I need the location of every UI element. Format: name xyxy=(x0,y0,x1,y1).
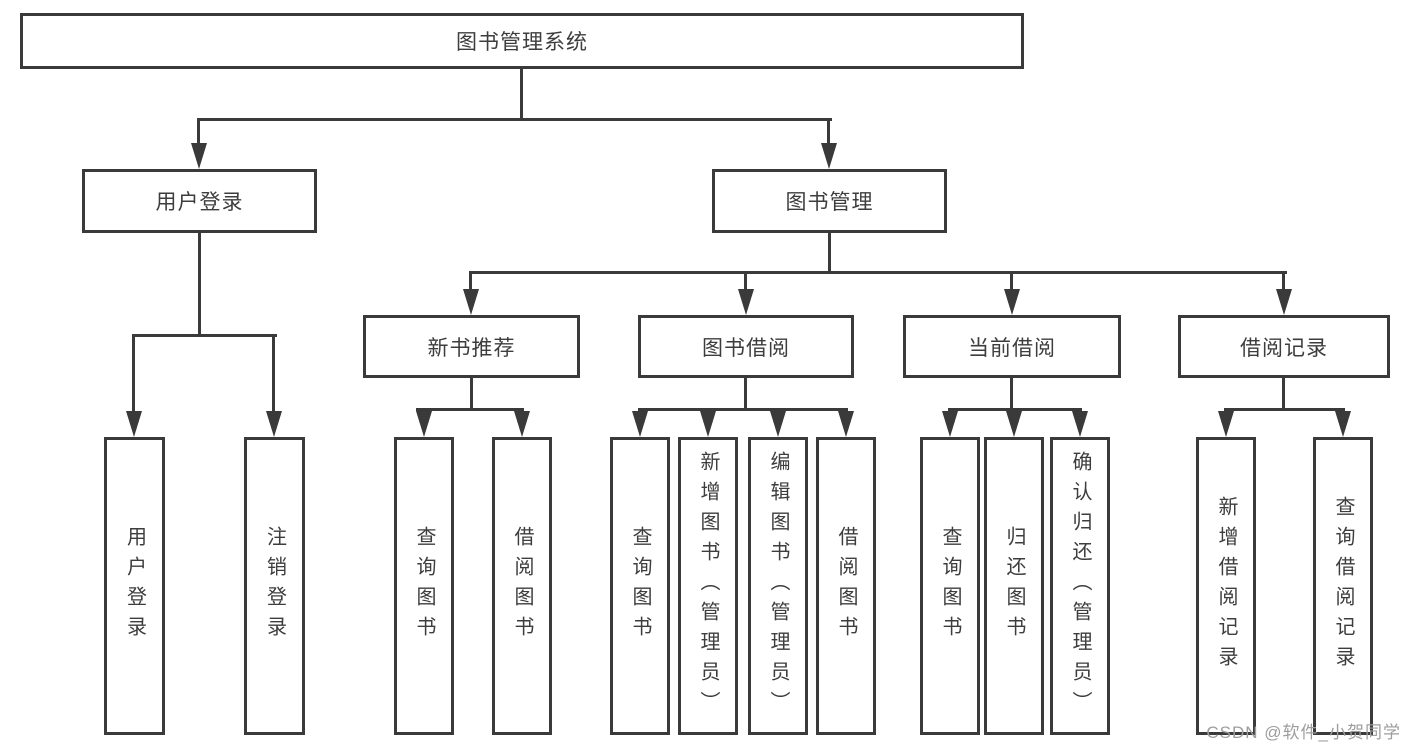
connector-borrow-record-rail xyxy=(1224,408,1345,411)
connector-arrow-to-borrow-record xyxy=(1276,271,1292,315)
connector-arrow-to-recommend-borrow xyxy=(514,408,530,437)
leaf-borrow-borrow-book-label: 借阅图书 xyxy=(835,526,857,646)
connector-user-login-rail xyxy=(132,334,277,337)
node-borrow-record-label: 借阅记录 xyxy=(1240,336,1328,360)
node-root-label: 图书管理系统 xyxy=(456,31,588,54)
connector-arrow-to-book-borrow xyxy=(738,271,754,315)
leaf-user-login-label: 用户登录 xyxy=(123,526,146,646)
connector-arrow-to-cb-return xyxy=(1006,408,1022,437)
leaf-current-confirm-return-admin-label: 确认归还（管理员） xyxy=(1069,451,1091,721)
leaf-record-add-record: 新增借阅记录 xyxy=(1196,437,1256,735)
connector-recommend-rail xyxy=(416,408,524,411)
leaf-borrow-edit-book-admin: 编辑图书（管理员） xyxy=(748,437,808,735)
leaf-current-return-book: 归还图书 xyxy=(984,437,1044,735)
connector-book-borrow-stem xyxy=(744,378,747,410)
node-new-book-recommend: 新书推荐 xyxy=(363,315,580,378)
connector-arrow-to-cb-confirm xyxy=(1072,408,1088,437)
leaf-borrow-query-book-label: 查询图书 xyxy=(629,526,651,646)
connector-current-borrow-rail xyxy=(948,408,1082,411)
connector-arrow-to-br-query xyxy=(1335,408,1351,437)
leaf-borrow-query-book: 查询图书 xyxy=(610,437,670,735)
leaf-current-return-book-label: 归还图书 xyxy=(1003,526,1025,646)
leaf-logout-label: 注销登录 xyxy=(263,526,286,646)
leaf-borrow-add-book-admin-label: 新增图书（管理员） xyxy=(697,451,719,721)
leaf-user-login: 用户登录 xyxy=(104,437,165,735)
node-current-borrow-label: 当前借阅 xyxy=(968,336,1056,360)
leaf-current-confirm-return-admin: 确认归还（管理员） xyxy=(1050,437,1110,735)
connector-borrow-record-stem xyxy=(1282,378,1285,410)
connector-book-borrow-rail xyxy=(638,408,848,411)
connector-arrow-to-cb-query xyxy=(942,408,958,437)
leaf-record-add-record-label: 新增借阅记录 xyxy=(1215,496,1237,676)
connector-root-rail xyxy=(197,118,832,121)
node-current-borrow: 当前借阅 xyxy=(903,315,1121,378)
connector-arrow-to-new-book-recommend xyxy=(463,271,479,315)
csdn-watermark: CSDN @软件_小贺同学 xyxy=(1206,723,1401,742)
leaf-recommend-borrow-book: 借阅图书 xyxy=(492,437,552,735)
node-user-login: 用户登录 xyxy=(82,169,317,233)
connector-book-manage-rail xyxy=(469,271,1287,274)
node-new-book-recommend-label: 新书推荐 xyxy=(427,336,516,360)
connector-book-manage-stem xyxy=(828,233,831,273)
node-book-manage: 图书管理 xyxy=(712,169,947,233)
connector-arrow-to-br-add xyxy=(1218,408,1234,437)
connector-arrow-to-bb-add xyxy=(700,408,716,437)
leaf-logout: 注销登录 xyxy=(244,437,305,735)
leaf-current-query-book: 查询图书 xyxy=(920,437,980,735)
node-user-login-label: 用户登录 xyxy=(155,191,244,214)
node-book-borrow-label: 图书借阅 xyxy=(702,336,790,360)
node-book-manage-label: 图书管理 xyxy=(785,191,874,214)
connector-arrow-to-bb-query xyxy=(632,408,648,437)
leaf-recommend-query-book: 查询图书 xyxy=(394,437,454,735)
leaf-borrow-borrow-book: 借阅图书 xyxy=(816,437,876,735)
connector-arrow-to-leaf-logout xyxy=(266,334,282,437)
leaf-borrow-add-book-admin: 新增图书（管理员） xyxy=(678,437,738,735)
node-book-borrow: 图书借阅 xyxy=(638,315,854,378)
leaf-borrow-edit-book-admin-label: 编辑图书（管理员） xyxy=(767,451,789,721)
leaf-record-query-record-label: 查询借阅记录 xyxy=(1332,496,1354,676)
connector-arrow-to-bb-borrow xyxy=(838,408,854,437)
connector-user-login-stem xyxy=(198,233,201,336)
connector-arrow-to-recommend-query xyxy=(416,408,432,437)
node-borrow-record: 借阅记录 xyxy=(1178,315,1390,378)
leaf-recommend-borrow-book-label: 借阅图书 xyxy=(511,526,533,646)
connector-current-borrow-stem xyxy=(1010,378,1013,410)
leaf-record-query-record: 查询借阅记录 xyxy=(1313,437,1373,735)
connector-root-stem xyxy=(520,69,523,120)
connector-arrow-to-leaf-user-login xyxy=(126,334,142,437)
connector-arrow-to-book-manage xyxy=(821,118,837,169)
connector-arrow-to-user-login xyxy=(191,118,207,169)
leaf-recommend-query-book-label: 查询图书 xyxy=(413,526,435,646)
connector-arrow-to-bb-edit xyxy=(770,408,786,437)
connector-recommend-stem xyxy=(470,378,473,410)
connector-arrow-to-current-borrow xyxy=(1004,271,1020,315)
leaf-current-query-book-label: 查询图书 xyxy=(939,526,961,646)
node-root: 图书管理系统 xyxy=(20,13,1024,69)
